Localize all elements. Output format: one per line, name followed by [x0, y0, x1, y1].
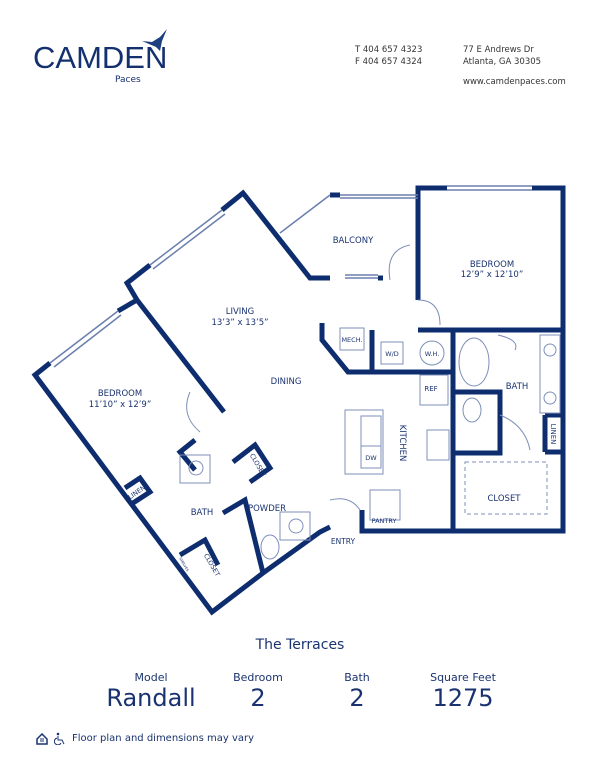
label-bath-2: BATH	[191, 508, 214, 518]
label-shelves: SHELVES	[178, 557, 190, 573]
label-balcony: BALCONY	[333, 236, 374, 246]
label-living: LIVING	[226, 307, 255, 317]
website-link[interactable]: www.camdenpaces.com	[463, 77, 566, 87]
label-bedroom-1: BEDROOM	[470, 260, 514, 270]
disclaimer: Floor plan and dimensions may vary	[72, 733, 255, 744]
label-bath-1: BATH	[506, 382, 529, 392]
label-bedroom-1-dim: 12’9” x 12’10”	[461, 270, 524, 280]
label-dining: DINING	[271, 377, 302, 387]
label-closet-1: CLOSET	[487, 494, 521, 504]
label-dw: DW	[365, 454, 377, 462]
label-bedroom-2-dim: 11’10” x 12’9”	[89, 400, 152, 410]
windows	[49, 185, 532, 368]
label-ref: REF	[424, 385, 437, 393]
label-living-dim: 13’3” x 13’5”	[211, 318, 268, 328]
mech-unit	[339, 327, 365, 351]
accessibility-icon	[54, 732, 65, 745]
toilet	[462, 397, 482, 423]
label-closet-3: CLOSET	[202, 552, 222, 578]
label-bedroom-2: BEDROOM	[98, 389, 142, 399]
community-name: Paces	[115, 75, 141, 85]
label-powder: POWDER	[248, 504, 286, 514]
kitchen-island	[344, 409, 384, 475]
label-linen-1: LINEN	[549, 424, 557, 445]
footer: Floor plan and dimensions may vary	[36, 732, 254, 745]
label-wh: W.H.	[425, 350, 440, 358]
label-mech: MECH.	[341, 336, 362, 344]
vanity	[539, 334, 561, 414]
label-pantry: PANTRY	[372, 517, 397, 525]
camden-logo: CAMDEN	[33, 40, 168, 75]
walls	[31, 185, 566, 616]
bathtub	[458, 337, 490, 387]
fixtures	[179, 244, 561, 560]
equal-housing-icon	[36, 732, 48, 745]
range	[426, 429, 450, 461]
section-title: The Terraces	[255, 637, 345, 653]
refrigerator	[419, 374, 449, 406]
water-heater	[419, 340, 445, 366]
hummingbird-icon	[142, 29, 167, 51]
label-entry: ENTRY	[331, 537, 356, 546]
washer-dryer	[380, 341, 404, 365]
label-kitchen: KITCHEN	[397, 425, 407, 462]
label-wd: W/D	[385, 350, 399, 358]
floor-plan: BALCONY BEDROOM 12’9” x 12’10” LIVING 13…	[31, 185, 566, 616]
